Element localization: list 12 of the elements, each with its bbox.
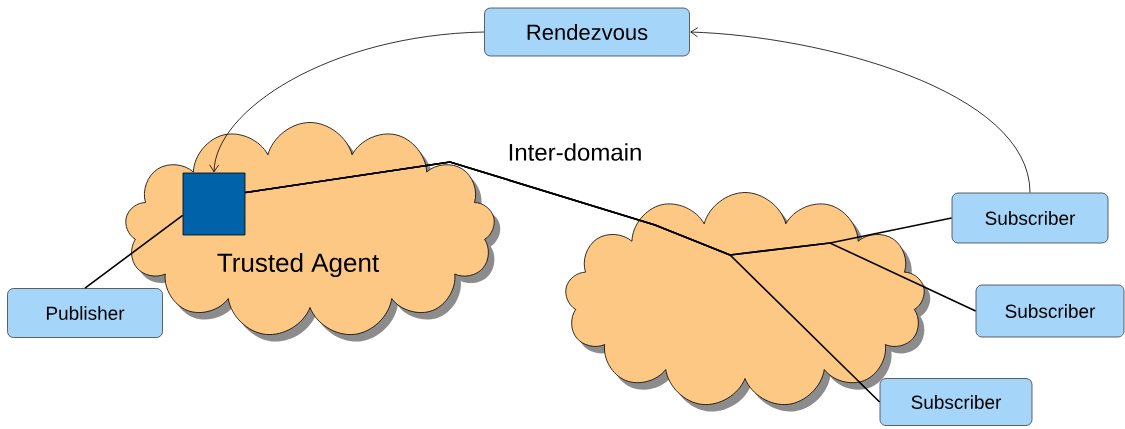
domain-label: Inter-domain: [509, 143, 641, 161]
node-caption: Trusted Agent: [217, 252, 379, 278]
connector: [209, 31, 485, 173]
process-box: Subscriber: [879, 378, 1033, 426]
process-box: Rendezvous: [484, 7, 690, 57]
connector: [244, 161, 881, 403]
process-box: Subscriber: [975, 284, 1125, 338]
connector: [84, 214, 184, 289]
connector: [690, 27, 1031, 193]
process-box: Subscriber: [951, 192, 1109, 244]
process-box: Publisher: [7, 288, 163, 338]
agent-square: [182, 172, 246, 236]
